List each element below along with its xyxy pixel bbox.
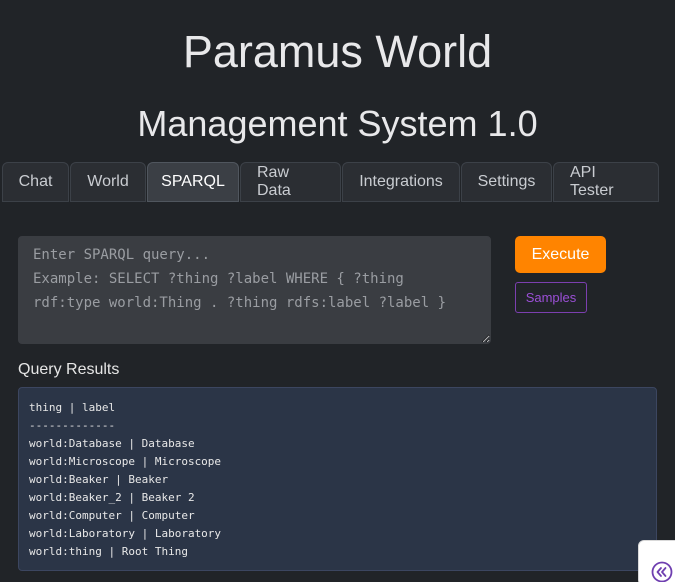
tab-sparql[interactable]: SPARQL bbox=[147, 162, 239, 202]
tab-integrations[interactable]: Integrations bbox=[342, 162, 460, 202]
results-line: world:Beaker_2 | Beaker 2 bbox=[29, 491, 195, 504]
results-line: ------------- bbox=[29, 419, 116, 432]
results-line: world:Database | Database bbox=[29, 437, 195, 450]
execute-button[interactable]: Execute bbox=[515, 236, 606, 273]
collapse-panel-button[interactable] bbox=[638, 540, 675, 582]
results-line: thing | label bbox=[29, 401, 116, 414]
tab-chat[interactable]: Chat bbox=[2, 162, 69, 202]
results-line: world:Beaker | Beaker bbox=[29, 473, 169, 486]
page-subtitle: Management System 1.0 bbox=[137, 103, 538, 144]
double-chevron-left-icon bbox=[651, 561, 673, 582]
results-line: world:Microscope | Microscope bbox=[29, 455, 222, 468]
page-title: Paramus World bbox=[182, 26, 493, 77]
query-results-heading: Query Results bbox=[18, 361, 120, 378]
samples-button[interactable]: Samples bbox=[515, 282, 587, 313]
results-line: world:Computer | Computer bbox=[29, 509, 195, 522]
tab-raw-data[interactable]: Raw Data bbox=[240, 162, 341, 202]
results-line: world:thing | Root Thing bbox=[29, 545, 188, 558]
results-line: world:Laboratory | Laboratory bbox=[29, 527, 222, 540]
tab-settings[interactable]: Settings bbox=[461, 162, 552, 202]
tab-world[interactable]: World bbox=[70, 162, 146, 202]
tab-api-tester[interactable]: API Tester bbox=[553, 162, 659, 202]
sparql-query-input[interactable] bbox=[18, 236, 491, 344]
tab-bar: Chat World SPARQL Raw Data Integrations … bbox=[2, 162, 660, 204]
query-results-output: thing | label ------------- world:Databa… bbox=[18, 387, 657, 571]
